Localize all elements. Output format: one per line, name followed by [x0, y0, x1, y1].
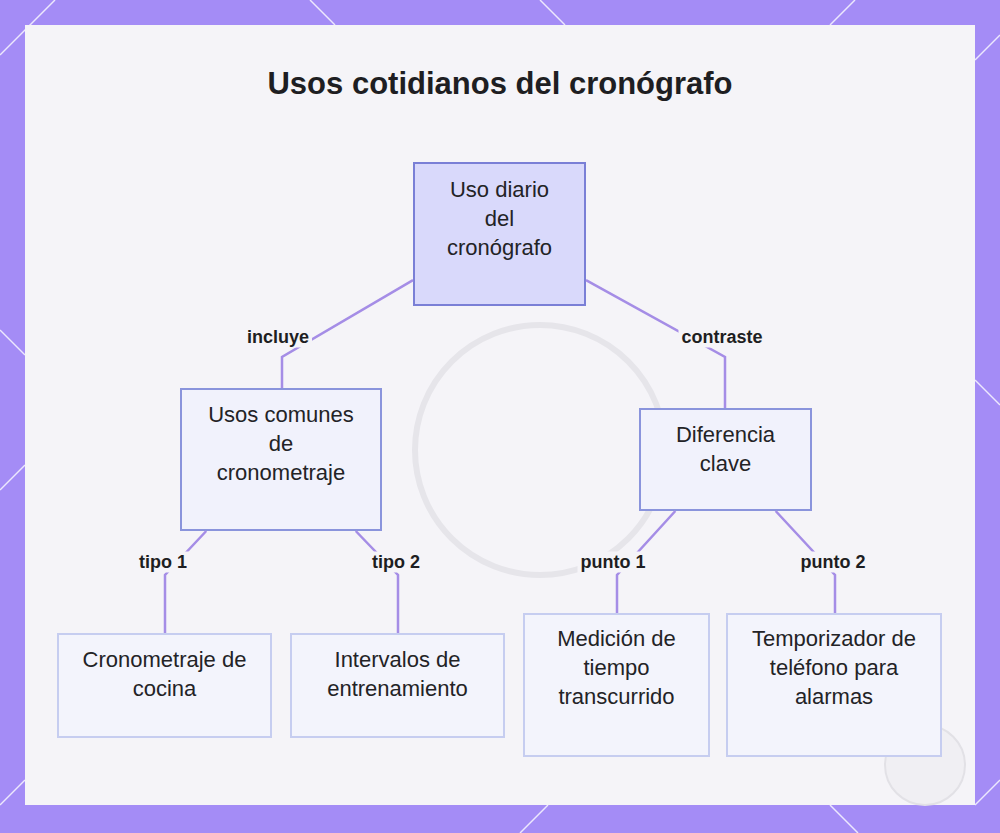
concept-box: Temporizador de teléfono para alarmas — [726, 613, 942, 757]
box-text: Diferencia clave — [659, 420, 792, 478]
box-text: Uso diario del cronógrafo — [443, 175, 556, 262]
edge-label: incluye — [244, 327, 312, 348]
box-text: Temporizador de teléfono para alarmas — [744, 624, 924, 711]
box-text: Medición de tiempo transcurrido — [547, 624, 686, 711]
box-text: Intervalos de entrenamiento — [312, 645, 483, 703]
concept-box: Medición de tiempo transcurrido — [523, 613, 710, 757]
edge-label: punto 1 — [578, 552, 649, 573]
box-text: Cronometraje de cocina — [79, 645, 250, 703]
concept-box: Usos comunes de cronometraje — [180, 388, 382, 531]
concept-box: Uso diario del cronógrafo — [413, 162, 586, 306]
edge-label: tipo 2 — [369, 552, 423, 573]
box-text: Usos comunes de cronometraje — [204, 400, 358, 487]
edge-label: punto 2 — [798, 552, 869, 573]
connector-line — [356, 531, 398, 633]
concept-box: Cronometraje de cocina — [57, 633, 272, 738]
concept-box: Intervalos de entrenamiento — [290, 633, 505, 738]
concept-box: Diferencia clave — [639, 408, 812, 511]
diagram-title: Usos cotidianos del cronógrafo — [0, 66, 1000, 102]
edge-label: contraste — [678, 327, 765, 348]
edge-label: tipo 1 — [136, 552, 190, 573]
connector-line — [165, 531, 206, 633]
